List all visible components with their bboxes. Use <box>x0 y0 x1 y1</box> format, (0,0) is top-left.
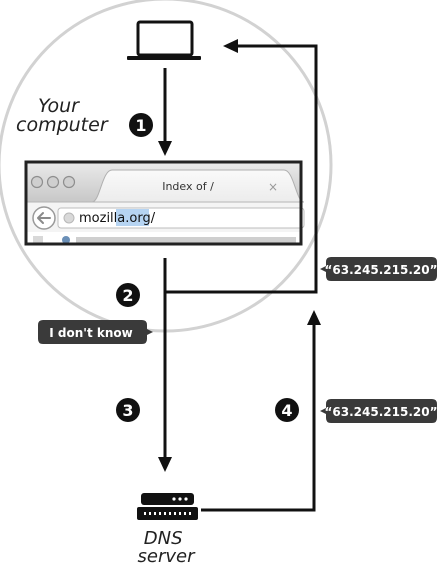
dns-label-line2: server <box>138 546 197 567</box>
tab-close-icon[interactable]: × <box>268 180 278 194</box>
step-2-number: 2 <box>122 286 133 305</box>
url-domain: mozilla. <box>79 211 129 226</box>
window-minimize-dot[interactable] <box>46 175 60 189</box>
page-content-blur <box>33 236 296 244</box>
step-1-number: 1 <box>135 116 146 135</box>
ip-bubble-bottom: “63.245.215.20” <box>320 399 437 423</box>
dont-know-text: I don't know <box>49 326 132 340</box>
window-controls <box>30 175 76 189</box>
server-icon <box>137 493 198 520</box>
arrow-dns-to-resolver <box>201 310 321 512</box>
step-1-marker: 1 <box>129 113 153 137</box>
laptop-icon <box>127 20 201 60</box>
step-4-number: 4 <box>281 401 292 420</box>
globe-icon <box>63 212 75 224</box>
ip-bubble-top: “63.245.215.20” <box>320 257 437 281</box>
ip-bubble-top-text: “63.245.215.20” <box>325 263 438 277</box>
window-close-dot[interactable] <box>30 175 44 189</box>
computer-label-line2: computer <box>16 114 109 136</box>
url-text[interactable]: mozilla.org/ <box>79 211 156 226</box>
dns-label-line1: DNS <box>144 528 183 549</box>
arrow-browser-to-dns <box>158 258 172 472</box>
back-arrow-icon[interactable] <box>32 206 56 230</box>
url-selection-highlight <box>116 209 149 226</box>
window-zoom-dot[interactable] <box>62 175 76 189</box>
arrow-laptop-to-browser <box>158 68 172 156</box>
step-3-marker: 3 <box>116 398 140 422</box>
browser-window: Index of / × mozilla.org/ <box>24 160 305 246</box>
tab-title: Index of / <box>162 180 214 193</box>
dont-know-bubble: I don't know <box>38 320 153 344</box>
step-2-marker: 2 <box>116 283 140 307</box>
ip-bubble-bottom-text: “63.245.215.20” <box>325 405 438 419</box>
computer-label: Your computer <box>16 95 109 136</box>
url-selected: org/ <box>129 211 155 226</box>
arrow-response-to-computer <box>165 39 318 294</box>
computer-label-line1: Your <box>38 95 80 117</box>
dns-server-label: DNS server <box>138 528 197 567</box>
step-4-marker: 4 <box>275 398 299 422</box>
step-3-number: 3 <box>122 401 133 420</box>
